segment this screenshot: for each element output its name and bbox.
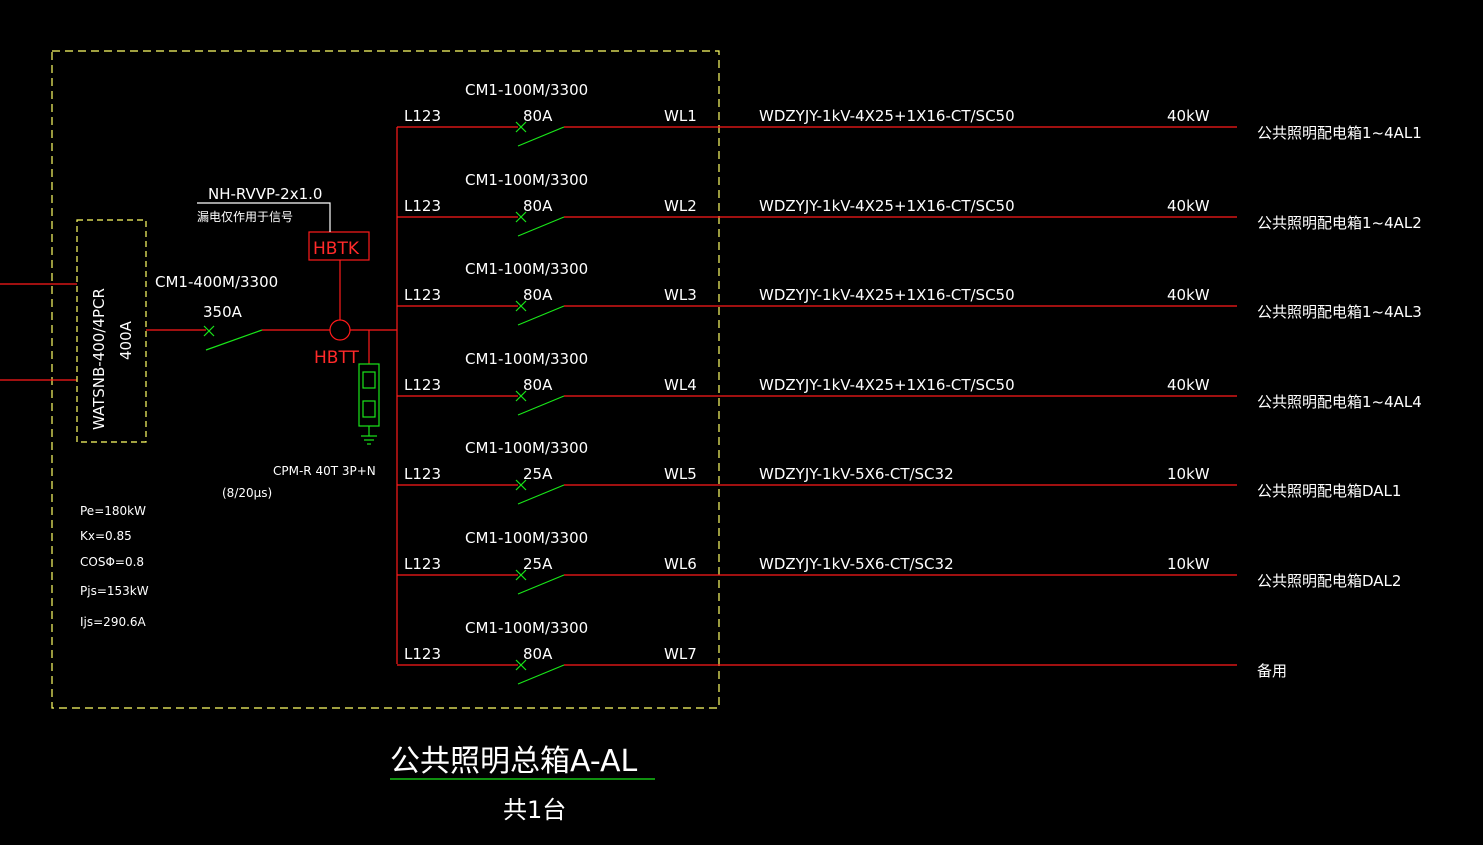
circuit-cable: WDZYJY-1kV-4X25+1X16-CT/SC50 <box>759 107 1015 125</box>
circuit-breaker-model: CM1-100M/3300 <box>465 350 588 368</box>
circuit-breaker-model: CM1-100M/3300 <box>465 260 588 278</box>
circuit-breaker-rating: 25A <box>523 465 553 483</box>
circuit-breaker-rating: 80A <box>523 645 553 663</box>
circuit-destination: 公共照明配电箱DAL1 <box>1257 482 1401 500</box>
load-pjs: Pjs=153kW <box>80 584 149 598</box>
spd-waveform: (8/20µs) <box>222 486 272 500</box>
load-ijs: Ijs=290.6A <box>80 615 147 629</box>
circuit-phase: L123 <box>404 107 441 125</box>
circuit-breaker-rating: 80A <box>523 107 553 125</box>
circuit-breaker-blade <box>517 664 565 685</box>
circuit-id: WL7 <box>664 645 697 663</box>
circuit-id: WL5 <box>664 465 697 483</box>
circuit-destination: 备用 <box>1257 662 1287 680</box>
circuit-breaker-cross <box>515 659 527 671</box>
circuit-phase: L123 <box>404 376 441 394</box>
ats-rating: 400A <box>117 320 135 360</box>
circuit-breaker-model: CM1-100M/3300 <box>465 81 588 99</box>
circuit-breaker-cross <box>515 211 527 223</box>
circuit-breaker-cross <box>515 479 527 491</box>
circuit-breaker-blade <box>517 216 565 237</box>
circuit-breaker-cross <box>515 569 527 581</box>
circuit-power: 10kW <box>1167 555 1210 573</box>
spd-element-bottom <box>362 400 376 418</box>
circuit-power: 40kW <box>1167 107 1210 125</box>
circuit-breaker-blade <box>517 126 565 147</box>
load-cos: COSΦ=0.8 <box>80 555 144 569</box>
leakage-module-box <box>308 231 370 261</box>
spd-element-top <box>362 371 376 389</box>
circuit-breaker-cross <box>515 300 527 312</box>
circuit-breaker-model: CM1-100M/3300 <box>465 619 588 637</box>
circuit-breaker-cross <box>515 390 527 402</box>
circuit-destination: 公共照明配电箱DAL2 <box>1257 572 1401 590</box>
leakage-sensor-ring <box>329 319 351 341</box>
circuit-cable: WDZYJY-1kV-4X25+1X16-CT/SC50 <box>759 197 1015 215</box>
circuit-id: WL2 <box>664 197 697 215</box>
circuit-power: 40kW <box>1167 286 1210 304</box>
panel-title: 公共照明总箱A-AL <box>390 744 638 779</box>
circuit-breaker-blade <box>517 305 565 326</box>
load-pe: Pe=180kW <box>80 504 146 518</box>
circuit-destination: 公共照明配电箱1~4AL1 <box>1257 124 1422 142</box>
circuit-destination: 公共照明配电箱1~4AL2 <box>1257 214 1422 232</box>
circuit-power: 40kW <box>1167 197 1210 215</box>
circuit-destination: 公共照明配电箱1~4AL3 <box>1257 303 1422 321</box>
circuit-breaker-model: CM1-100M/3300 <box>465 439 588 457</box>
circuit-id: WL3 <box>664 286 697 304</box>
circuit-id: WL1 <box>664 107 697 125</box>
circuit-phase: L123 <box>404 465 441 483</box>
circuit-breaker-blade <box>517 484 565 505</box>
signal-cable: NH-RVVP-2x1.0 <box>208 185 322 203</box>
circuit-breaker-cross <box>515 121 527 133</box>
circuit-cable: WDZYJY-1kV-5X6-CT/SC32 <box>759 465 954 483</box>
circuit-breaker-rating: 80A <box>523 197 553 215</box>
leakage-module-label: HBTK <box>313 239 360 259</box>
spd-model: CPM-R 40T 3P+N <box>273 464 376 478</box>
circuit-cable: WDZYJY-1kV-4X25+1X16-CT/SC50 <box>759 376 1015 394</box>
load-kx: Kx=0.85 <box>80 529 132 543</box>
circuit-cable: WDZYJY-1kV-4X25+1X16-CT/SC50 <box>759 286 1015 304</box>
circuit-breaker-rating: 80A <box>523 286 553 304</box>
signal-cable-line <box>197 202 331 232</box>
panel-boundary <box>51 50 720 709</box>
circuit-id: WL4 <box>664 376 697 394</box>
circuit-cable: WDZYJY-1kV-5X6-CT/SC32 <box>759 555 954 573</box>
circuit-breaker-rating: 25A <box>523 555 553 573</box>
panel-quantity: 共1台 <box>503 796 566 824</box>
main-breaker-blade <box>205 329 263 351</box>
circuit-breaker-model: CM1-100M/3300 <box>465 171 588 189</box>
circuit-breaker-model: CM1-100M/3300 <box>465 529 588 547</box>
leakage-sensor-label: HBTT <box>314 348 360 368</box>
circuit-destination: 公共照明配电箱1~4AL4 <box>1257 393 1422 411</box>
circuit-breaker-rating: 80A <box>523 376 553 394</box>
circuit-breaker-blade <box>517 574 565 595</box>
ats-model: WATSNB-400/4PCR <box>90 288 108 430</box>
circuit-phase: L123 <box>404 555 441 573</box>
main-breaker-cross-b <box>203 325 215 337</box>
circuit-power: 40kW <box>1167 376 1210 394</box>
circuit-phase: L123 <box>404 197 441 215</box>
main-breaker-model: CM1-400M/3300 <box>155 273 278 291</box>
main-breaker-rating: 350A <box>203 303 243 321</box>
circuit-breaker-blade <box>517 395 565 416</box>
ats-box <box>76 219 147 443</box>
signal-note: 漏电仅作用于信号 <box>197 210 293 224</box>
circuit-id: WL6 <box>664 555 697 573</box>
circuit-phase: L123 <box>404 286 441 304</box>
circuit-phase: L123 <box>404 645 441 663</box>
circuit-power: 10kW <box>1167 465 1210 483</box>
